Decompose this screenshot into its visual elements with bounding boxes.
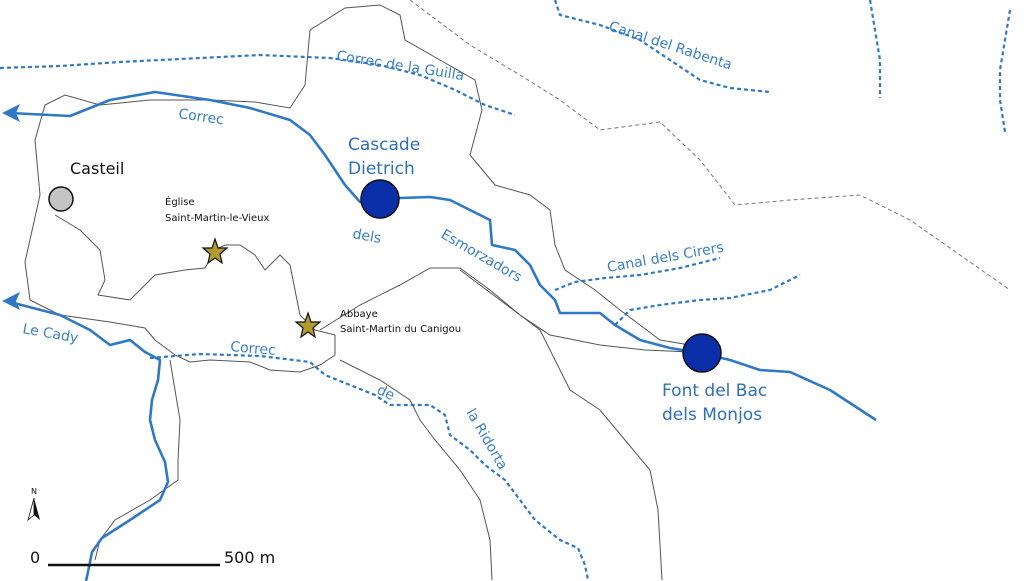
road-west-south <box>24 261 336 373</box>
canal-ridorta-line <box>149 352 590 581</box>
correc-label-south: Correc <box>230 339 277 359</box>
la-ridorta-label: la Ridorta <box>463 406 511 473</box>
eglise-label-line2: Saint-Martin-le-Vieux <box>165 213 269 224</box>
road-south-west <box>94 359 181 561</box>
trails <box>409 0 1011 291</box>
scale-bar: 0 500 m <box>30 548 275 567</box>
abbaye-label-line1: Abbaye <box>340 309 378 320</box>
canal-east-2 <box>998 9 1012 133</box>
arrowhead-icon <box>2 292 20 310</box>
eglise-label-line1: Église <box>165 195 195 208</box>
correc-guilla-label: Correc de la Guilla <box>335 48 465 84</box>
canal-guilla-line <box>0 53 516 117</box>
north-label: N <box>31 487 37 496</box>
road-loop-north <box>24 4 691 346</box>
cascade-label-line2: Dietrich <box>348 159 415 179</box>
arrowhead-icon <box>2 104 20 122</box>
font-label-line1: Font del Bac <box>662 381 767 401</box>
river-correc-dels-esmorzadors <box>9 90 877 422</box>
font-label-line2: dels Monjos <box>662 405 762 425</box>
north-arrow-icon: N <box>27 487 40 522</box>
cascade-dietrich-circle-marker <box>360 179 400 219</box>
correc-label-north: Correc <box>177 106 224 128</box>
roads <box>24 4 691 581</box>
font-del-bac-circle-marker <box>682 333 722 373</box>
road-abbaye-east <box>319 267 691 353</box>
abbaye-star-icon <box>294 311 322 339</box>
rivers <box>9 90 877 581</box>
road-casteil-east <box>54 214 336 355</box>
eglise-star-icon <box>201 237 229 265</box>
river-le-cady <box>9 300 170 581</box>
esmorzadors-label: Esmorzadors <box>438 227 524 286</box>
scale-zero-label: 0 <box>30 548 40 567</box>
casteil-label: Casteil <box>70 159 124 178</box>
canal-rabenta-line <box>553 0 771 94</box>
dels-label: dels <box>351 226 382 247</box>
road-southeast <box>459 269 663 581</box>
de-label: de <box>374 382 397 404</box>
casteil-circle-marker <box>48 186 74 212</box>
canal-cirers-line <box>554 256 721 292</box>
scale-end-label: 500 m <box>224 548 275 567</box>
abbaye-label-line2: Saint-Martin du Canigou <box>340 324 461 335</box>
trail-north <box>409 0 1011 291</box>
canal-cirers-2 <box>614 274 801 326</box>
canal-east-1 <box>868 0 882 98</box>
cascade-label-line1: Cascade <box>348 135 420 155</box>
road-south-mid <box>339 359 493 581</box>
le-cady-label: Le Cady <box>21 321 79 347</box>
canal-rabenta-label: Canal del Rabenta <box>607 19 734 74</box>
